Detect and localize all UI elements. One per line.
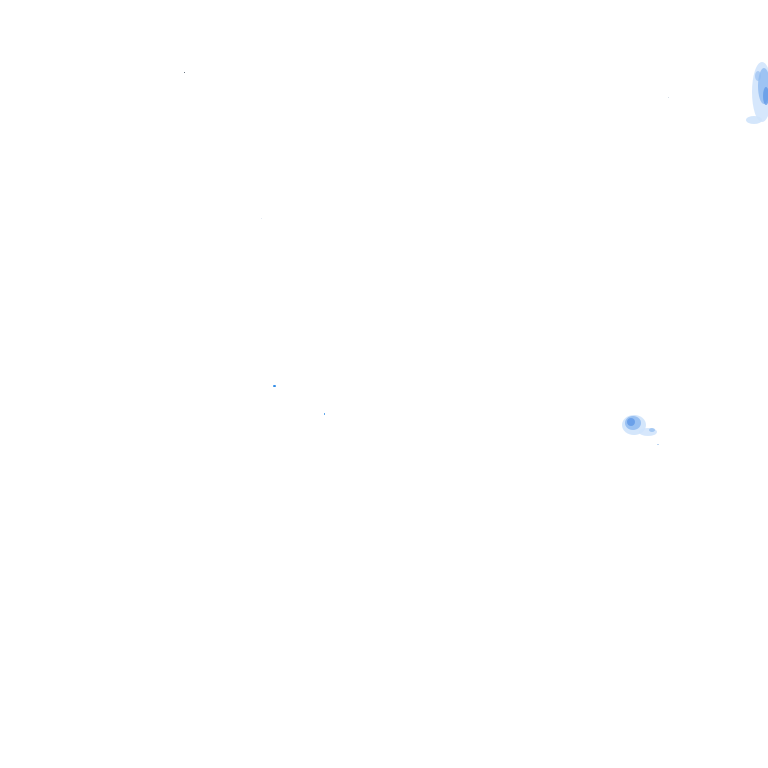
blue-speck [273,385,276,387]
blob-shape-core [627,418,635,426]
dark-speck [184,72,185,73]
mid-right-blue-blob [622,415,657,436]
faint-speck [668,97,669,98]
blob-shape-fleck [649,428,655,432]
smudge-shape-fleck [755,71,761,81]
blue-speck [324,413,325,415]
smudge-shape-core [763,87,768,105]
smudge-shape-tail [746,116,762,124]
faint-blue-speck [657,444,659,445]
top-right-blue-smudge [746,62,768,124]
faint-speck [261,218,262,219]
